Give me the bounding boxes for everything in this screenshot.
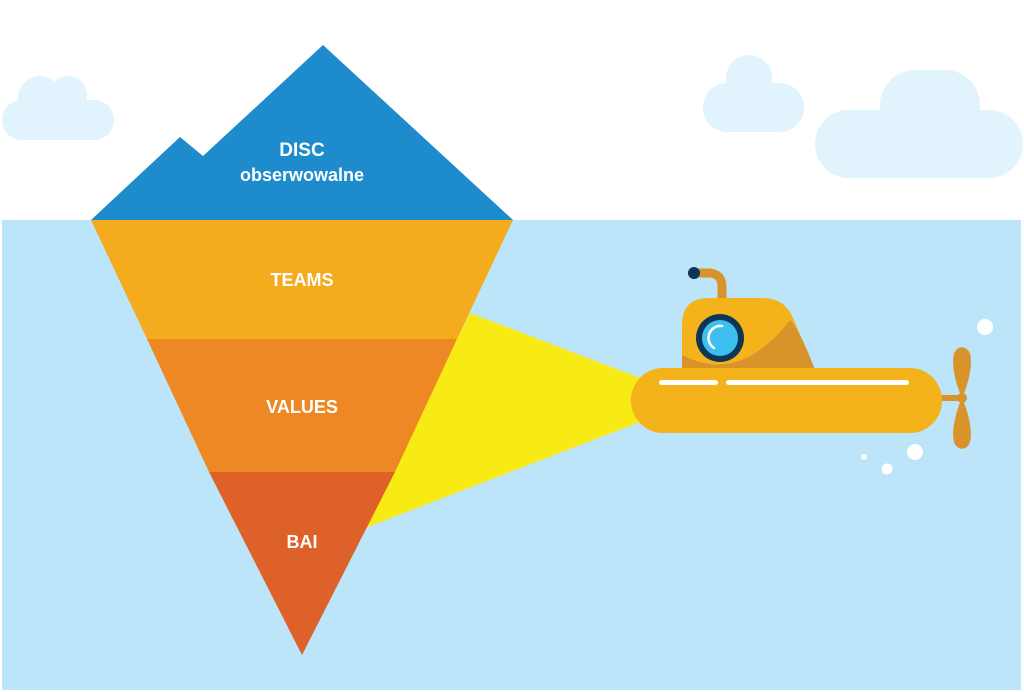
- submarine-tower-shadow: [682, 320, 815, 370]
- bubble: [881, 463, 893, 475]
- iceberg-top-label-line2: obserwowalne: [240, 165, 364, 185]
- submarine-stripe: [726, 380, 909, 385]
- cloud-icon: [815, 70, 1023, 178]
- iceberg-top: [91, 45, 513, 220]
- cloud-icon: [2, 76, 114, 140]
- periscope-icon: [688, 267, 727, 300]
- layer-bai: [209, 472, 395, 655]
- bubble: [977, 319, 993, 335]
- bubble: [861, 454, 867, 460]
- submarine-icon: [631, 267, 971, 449]
- porthole-icon: [696, 314, 744, 362]
- iceberg-top-label-line1: DISC: [279, 140, 325, 161]
- submarine-stripe: [659, 380, 718, 385]
- light-beam: [360, 313, 640, 530]
- bubble: [907, 444, 923, 460]
- propeller-shaft: [935, 395, 961, 401]
- layer-teams-label: TEAMS: [271, 270, 334, 290]
- layer-teams: [91, 220, 513, 339]
- propeller-icon: [953, 347, 971, 449]
- layer-values: [147, 339, 457, 472]
- layer-values-label: VALUES: [266, 397, 338, 417]
- submarine-body: [631, 368, 942, 433]
- layer-bai-label: BAI: [287, 532, 318, 552]
- cloud-icon: [703, 55, 804, 132]
